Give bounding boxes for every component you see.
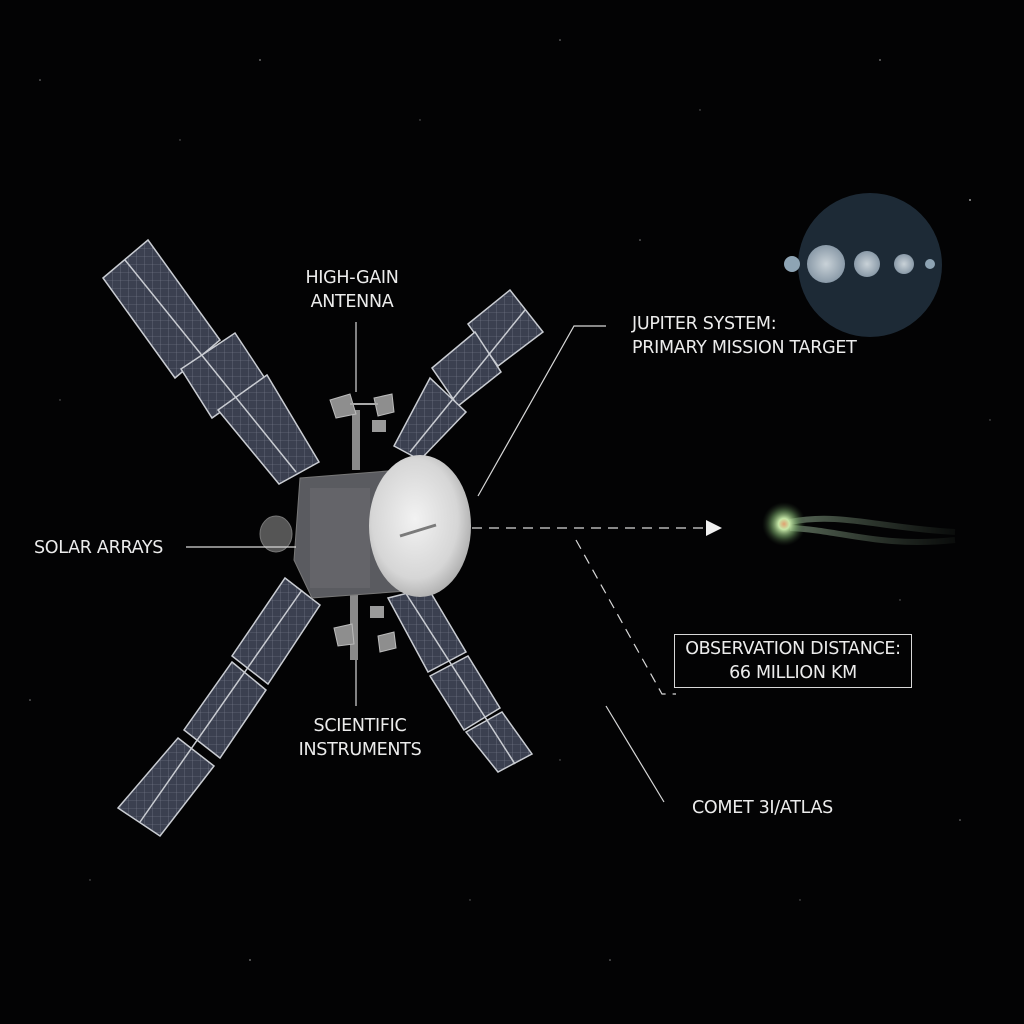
label-solar-arrays: SOLAR ARRAYS [34, 536, 163, 560]
label-jupiter-system: JUPITER SYSTEM: PRIMARY MISSION TARGET [632, 312, 857, 360]
solar-array-upper-right [392, 288, 545, 461]
label-line: ANTENNA [310, 292, 394, 312]
label-line: PRIMARY MISSION TARGET [632, 338, 857, 358]
solar-array-lower-left [116, 576, 322, 838]
high-gain-dish [369, 455, 471, 597]
label-scientific-instruments: SCIENTIFIC INSTRUMENTS [288, 714, 432, 762]
solar-array-upper-left [101, 238, 321, 485]
label-line: OBSERVATION DISTANCE: [685, 639, 901, 659]
starfield [29, 39, 991, 961]
label-line: HIGH-GAIN [305, 268, 399, 288]
label-line: 66 MILLION KM [729, 663, 857, 683]
leader-lines [186, 322, 706, 803]
label-line: INSTRUMENTS [298, 740, 422, 760]
label-text: COMET 3I/ATLAS [692, 798, 833, 818]
label-observation-distance: OBSERVATION DISTANCE: 66 MILLION KM [674, 634, 912, 688]
direction-arrow-icon [706, 520, 722, 536]
label-line: JUPITER SYSTEM: [632, 314, 777, 334]
label-line: SCIENTIFIC [313, 716, 407, 736]
antenna-mast [329, 393, 395, 470]
instrument-boom [333, 590, 397, 660]
jupiter-system-disc [784, 193, 942, 337]
label-text: SOLAR ARRAYS [34, 538, 164, 558]
label-comet: COMET 3I/ATLAS [692, 796, 833, 820]
comet-3i-atlas [762, 502, 956, 546]
label-high-gain-antenna: HIGH-GAIN ANTENNA [296, 266, 408, 314]
